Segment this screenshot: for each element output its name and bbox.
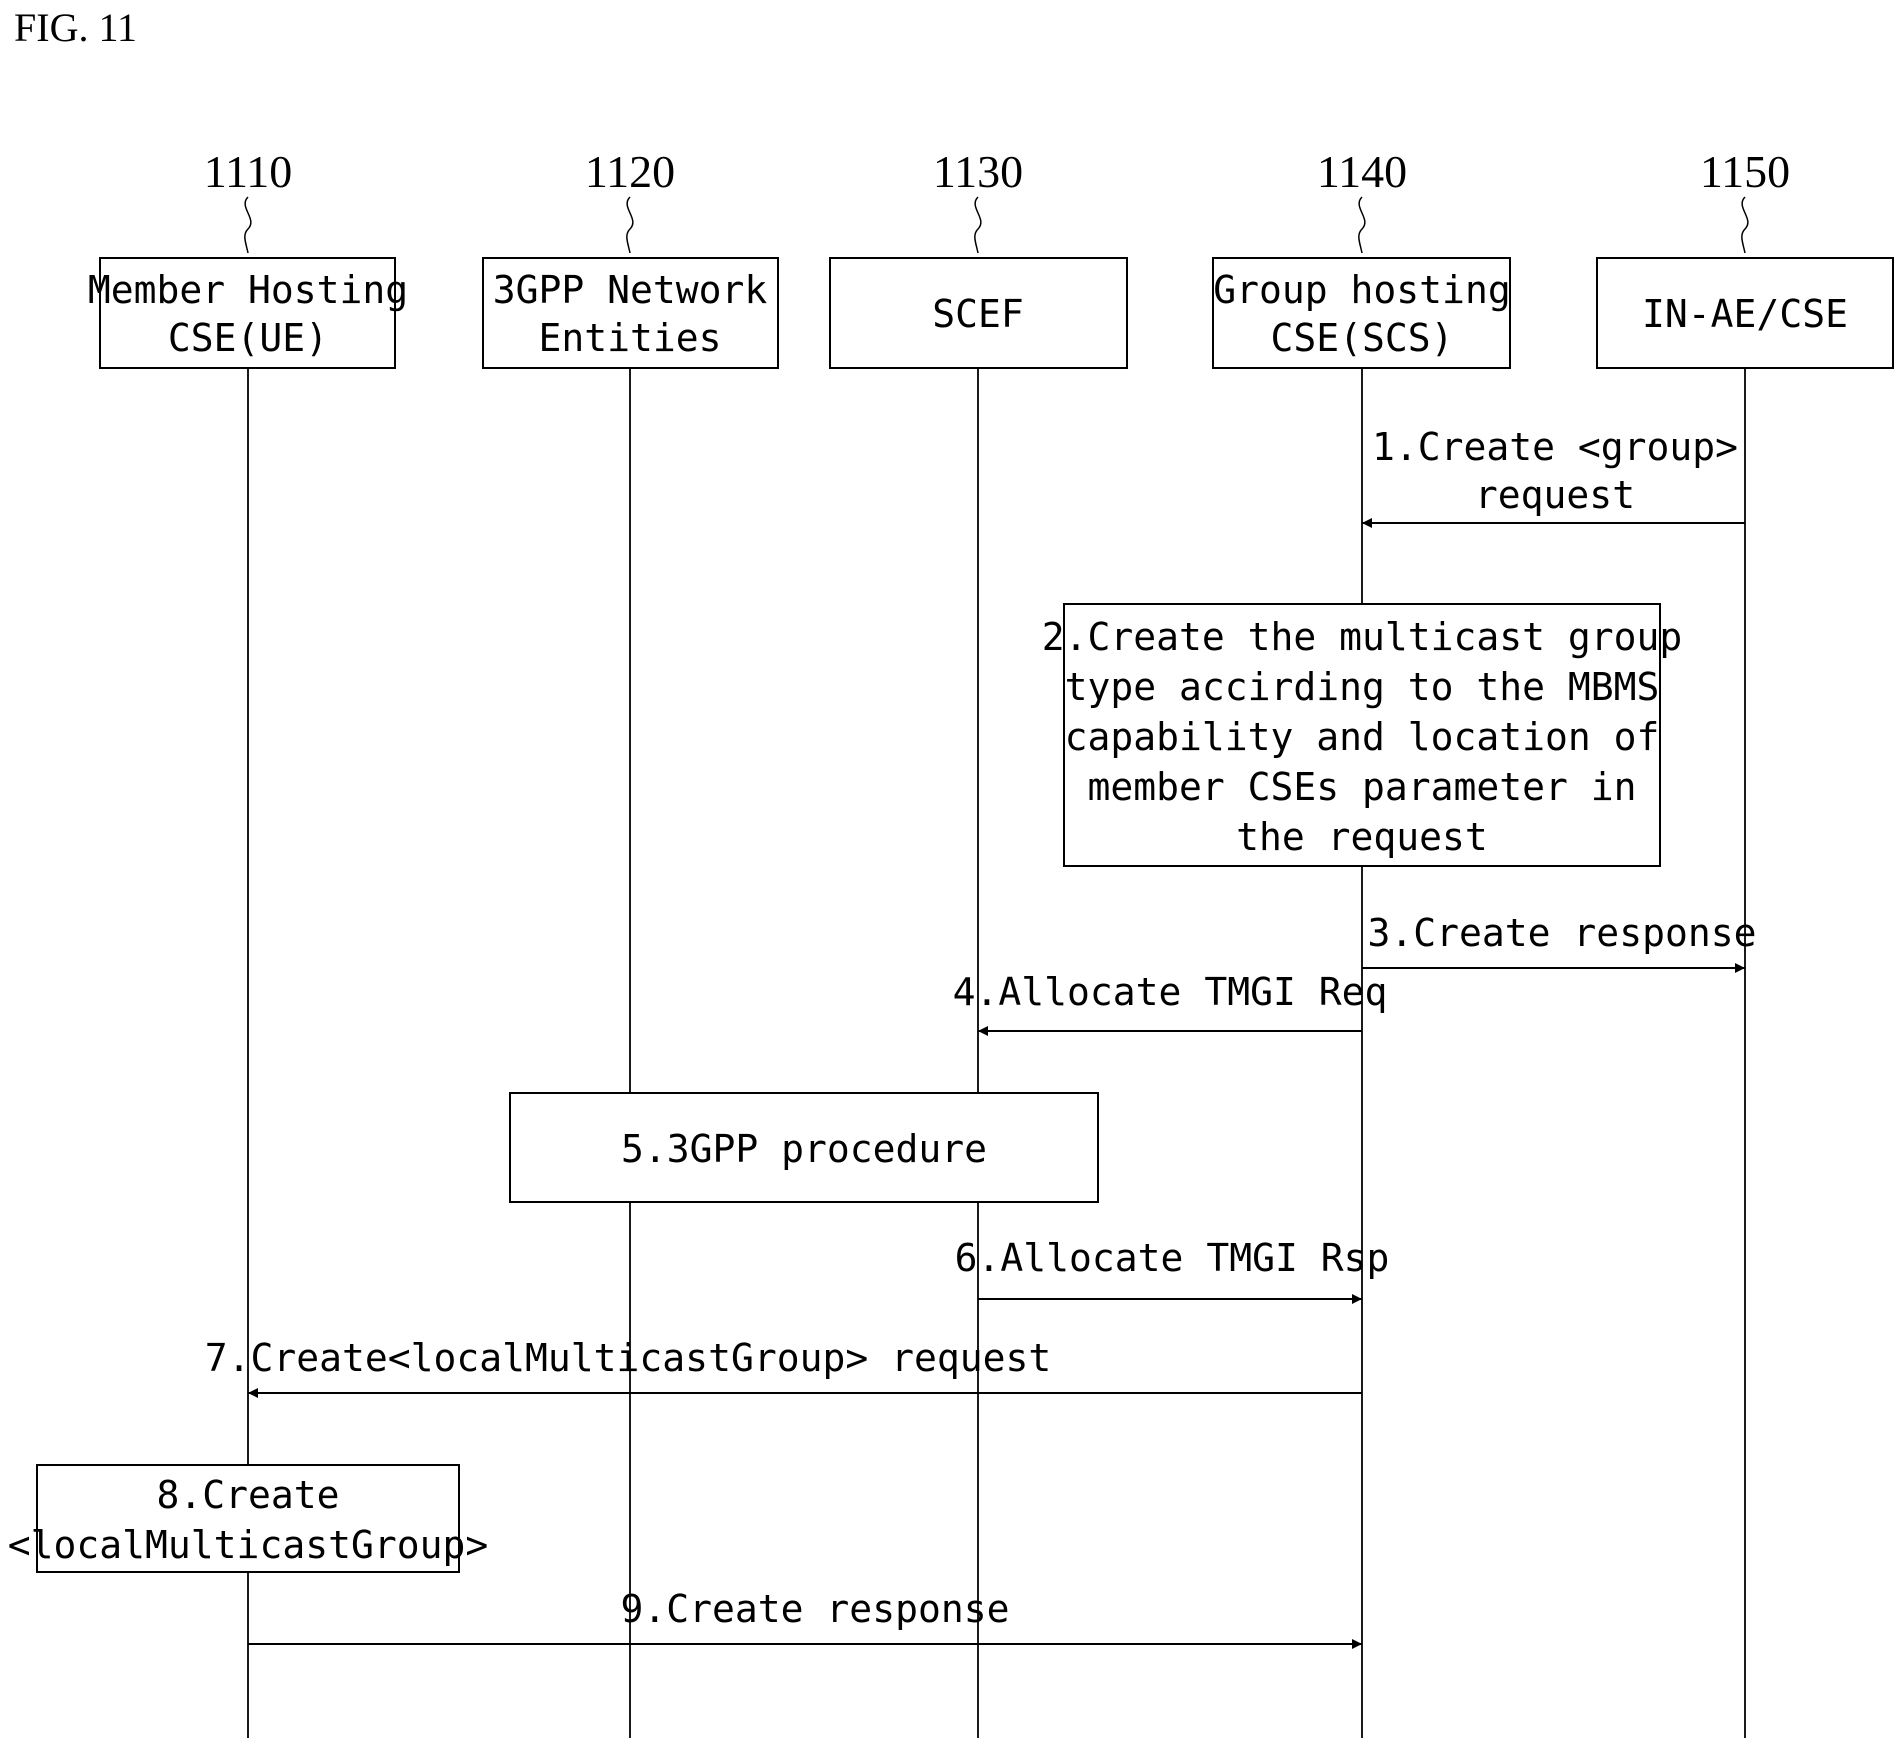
ref-label-1140: 1140 — [1317, 146, 1407, 197]
step-9-label: 9.Create response — [621, 1587, 1010, 1631]
entity-1110-line-2: CSE(UE) — [168, 316, 328, 360]
step-2-label-line-4: member CSEs parameter in — [1087, 765, 1636, 809]
entity-1110-line-1: Member Hosting — [88, 268, 408, 312]
entity-1140-line-1: Group hosting — [1213, 268, 1510, 312]
entity-1130-line-1: SCEF — [932, 292, 1024, 336]
ref-leader-1120 — [627, 197, 633, 253]
ref-label-1150: 1150 — [1700, 146, 1790, 197]
ref-leader-1150 — [1742, 197, 1748, 253]
step-4-label: 4.Allocate TMGI Req — [953, 970, 1388, 1014]
step-8-label-line-2: <localMulticastGroup> — [8, 1523, 488, 1567]
entity-1120-line-2: Entities — [538, 316, 721, 360]
ref-label-1110: 1110 — [204, 146, 293, 197]
ref-leader-1110 — [245, 197, 251, 253]
step-1-label-line-2: request — [1475, 473, 1635, 517]
entity-1150-line-1: IN-AE/CSE — [1642, 292, 1848, 336]
step-2-label-line-5: the request — [1236, 815, 1488, 859]
ref-label-1130: 1130 — [933, 146, 1023, 197]
step-5-label: 5.3GPP procedure — [621, 1127, 987, 1171]
ref-leader-1130 — [975, 197, 981, 253]
entity-1120-line-1: 3GPP Network — [493, 268, 768, 312]
step-2-label-line-1: 2.Create the multicast group — [1042, 615, 1683, 659]
ref-label-1120: 1120 — [585, 146, 675, 197]
step-1-label-line-1: 1.Create <group> — [1372, 425, 1738, 469]
step-6-label: 6.Allocate TMGI Rsp — [955, 1236, 1390, 1280]
step-2-label-line-3: capability and location of — [1065, 715, 1660, 759]
step-2-label-line-2: type accirding to the MBMS — [1065, 665, 1660, 709]
ref-leader-1140 — [1359, 197, 1365, 253]
entity-1140-line-2: CSE(SCS) — [1270, 316, 1453, 360]
step-7-label: 7.Create<localMulticastGroup> request — [205, 1336, 1051, 1380]
step-3-label: 3.Create response — [1368, 911, 1757, 955]
step-8-label-line-1: 8.Create — [156, 1473, 339, 1517]
